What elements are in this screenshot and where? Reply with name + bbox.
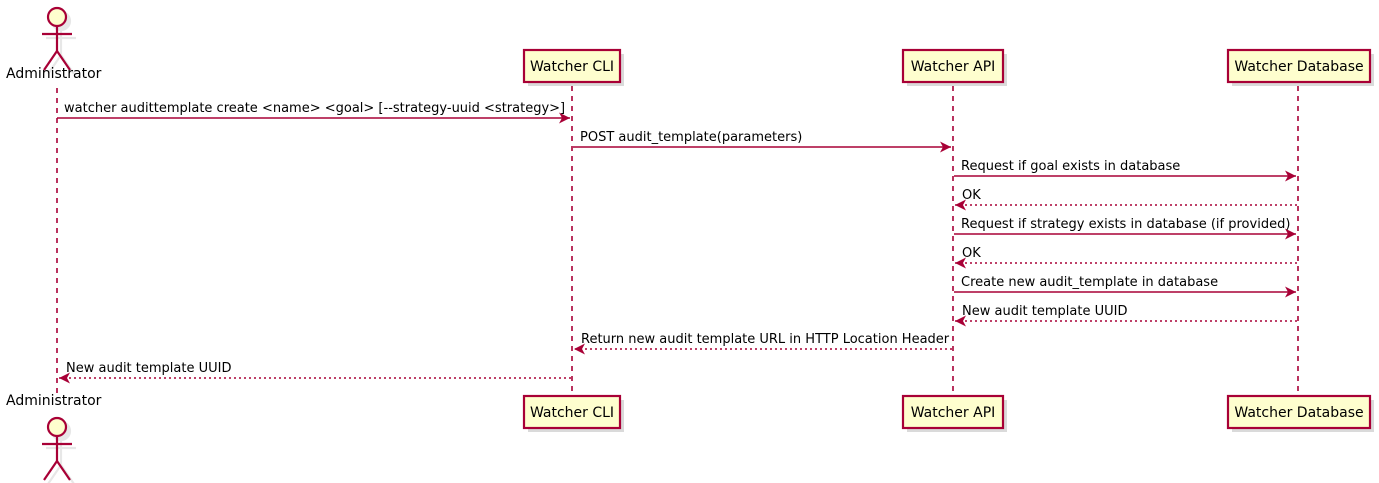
actor-leg-left — [47, 464, 62, 483]
actor-administrator[interactable] — [42, 6, 72, 71]
participant-box[interactable] — [522, 394, 622, 430]
message-arrowhead — [574, 343, 585, 355]
message-label: New audit template UUID — [66, 361, 231, 376]
message-6: OK — [955, 246, 1297, 269]
message-10: New audit template UUID — [59, 361, 571, 384]
participant-label-watcher-api: Watcher API — [911, 405, 996, 421]
actor-figure-administrator[interactable] — [42, 6, 76, 75]
message-5: Request if strategy exists in database (… — [954, 217, 1296, 240]
actor-leg-right — [56, 460, 71, 481]
message-label: New audit template UUID — [962, 304, 1127, 319]
participant-watcher-cli[interactable]: Watcher CLI — [522, 394, 624, 432]
participant-box[interactable] — [522, 48, 622, 84]
participant-box[interactable] — [1226, 48, 1372, 84]
actor-administrator[interactable] — [42, 416, 72, 481]
message-1: watcher audittemplate create <name> <goa… — [57, 101, 570, 124]
participant-label-watcher-database: Watcher Database — [1234, 405, 1363, 421]
participant-box[interactable] — [901, 394, 1005, 430]
participant-box[interactable] — [1226, 394, 1372, 430]
actor-head — [46, 416, 68, 438]
message-3: Request if goal exists in database — [954, 159, 1296, 182]
message-arrowhead — [1285, 286, 1296, 298]
actor-head — [46, 6, 68, 28]
participant-label-watcher-cli: Watcher CLI — [530, 59, 614, 75]
actor-leg-left — [43, 50, 58, 71]
message-label: Request if goal exists in database — [961, 159, 1180, 174]
participant-watcher-database[interactable]: Watcher Database — [1226, 394, 1374, 432]
message-label: POST audit_template(parameters) — [580, 130, 802, 145]
actor-leg-right — [60, 464, 75, 483]
participant-watcher-api[interactable]: Watcher API — [901, 48, 1007, 86]
message-label: OK — [962, 188, 981, 203]
message-2: POST audit_template(parameters) — [573, 130, 951, 153]
message-label: Request if strategy exists in database (… — [961, 217, 1290, 232]
message-8: New audit template UUID — [955, 304, 1297, 327]
message-arrowhead — [955, 257, 966, 269]
actor-label-top-administrator: Administrator — [6, 66, 102, 82]
message-arrowhead — [955, 315, 966, 327]
message-label: OK — [962, 246, 981, 261]
participant-watcher-database[interactable]: Watcher Database — [1226, 48, 1374, 86]
actor-leg-right — [56, 50, 71, 71]
actor-figure-administrator[interactable] — [42, 416, 76, 483]
message-label: watcher audittemplate create <name> <goa… — [64, 101, 565, 116]
message-arrowhead — [955, 199, 966, 211]
actor-leg-left — [43, 460, 58, 481]
participant-label-watcher-api: Watcher API — [911, 59, 996, 75]
participant-watcher-cli[interactable]: Watcher CLI — [522, 48, 624, 86]
participant-label-watcher-cli: Watcher CLI — [530, 405, 614, 421]
participant-label-watcher-database: Watcher Database — [1234, 59, 1363, 75]
message-9: Return new audit template URL in HTTP Lo… — [574, 332, 952, 355]
participant-watcher-api[interactable]: Watcher API — [901, 394, 1007, 432]
message-arrowhead — [59, 372, 70, 384]
message-7: Create new audit_template in database — [954, 275, 1296, 298]
message-arrowhead — [940, 141, 951, 153]
actor-label-bottom-administrator: Administrator — [6, 393, 102, 409]
message-arrowhead — [1285, 170, 1296, 182]
message-arrowhead — [1285, 228, 1296, 240]
participant-box[interactable] — [901, 48, 1005, 84]
message-label: Create new audit_template in database — [961, 275, 1218, 290]
message-label: Return new audit template URL in HTTP Lo… — [581, 332, 950, 347]
message-arrowhead — [559, 112, 570, 124]
actor-leg-left — [47, 54, 62, 75]
message-4: OK — [955, 188, 1297, 211]
